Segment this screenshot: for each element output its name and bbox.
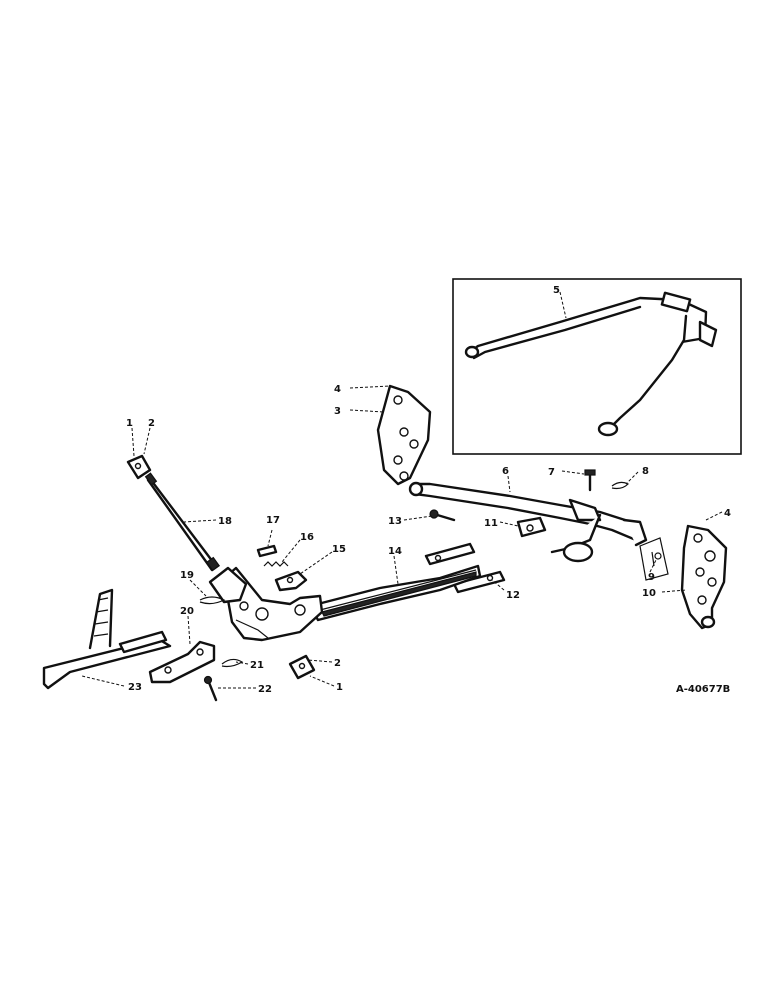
callout-14: 14 (388, 546, 402, 557)
part-1-knob-top (126, 454, 152, 480)
leader-4a (349, 385, 391, 389)
callout-23: 23 (128, 682, 142, 693)
part-16-spring (263, 561, 289, 567)
part-13-bolt (429, 509, 456, 522)
leader-16 (281, 539, 301, 563)
part-14-rack-bar (308, 564, 482, 622)
part-11-clip (516, 516, 547, 538)
leader-8 (625, 471, 639, 485)
leader-13 (403, 515, 433, 521)
callout-22: 22 (258, 684, 272, 695)
callout-7: 7 (548, 467, 555, 478)
part-12-link-plates (424, 542, 506, 594)
part-17-pin (256, 544, 278, 558)
leader-10 (661, 589, 687, 593)
leader-21 (235, 661, 249, 665)
part-6-cross-shaft (408, 481, 648, 563)
callout-8: 8 (642, 466, 649, 477)
callout-2a: 2 (148, 418, 155, 429)
reference-code: A-40677B (676, 684, 730, 695)
leader-11 (499, 521, 519, 527)
callout-5: 5 (553, 285, 560, 296)
leader-3 (349, 409, 385, 413)
part-15-pawl (274, 570, 308, 592)
callout-6a: 6 (502, 466, 509, 477)
callout-3: 3 (334, 406, 341, 417)
leader-2b (307, 659, 333, 663)
callout-15: 15 (332, 544, 346, 555)
part-9-fastener-group (639, 537, 669, 581)
part-20-bracket (148, 640, 216, 684)
callout-4a: 4 (334, 384, 341, 395)
part-8-cotter-pin (611, 481, 630, 490)
callout-16: 16 (300, 532, 314, 543)
leader-19 (189, 579, 207, 597)
part-5-bracket-bar (464, 291, 718, 437)
part-18-rod (144, 472, 221, 572)
leader-20 (187, 615, 191, 645)
callout-18: 18 (218, 516, 232, 527)
leader-9 (649, 559, 657, 573)
leader-5 (559, 291, 567, 319)
leader-12 (491, 579, 505, 591)
part-22-bolt (203, 675, 218, 702)
leader-18 (183, 519, 217, 523)
callout-1b: 1 (336, 682, 343, 693)
part-23-frame-rail (42, 588, 172, 690)
callout-17: 17 (266, 515, 280, 526)
part-3-side-plate (376, 384, 432, 486)
leader-1a (131, 427, 135, 457)
callout-21: 21 (250, 660, 264, 671)
callout-11: 11 (484, 518, 498, 529)
leader-23 (81, 675, 125, 687)
callout-13: 13 (388, 516, 402, 527)
leader-15 (299, 551, 333, 575)
leader-4b (705, 511, 723, 521)
part-1-knob-bottom (288, 654, 316, 680)
leader-6a (507, 475, 511, 493)
callout-9: 9 (648, 572, 655, 583)
part-7-bolt (584, 469, 596, 492)
callout-2b: 2 (334, 658, 341, 669)
callout-1a: 1 (126, 418, 133, 429)
part-21-pin (221, 658, 244, 668)
inset-box (452, 278, 742, 455)
callout-10: 10 (642, 588, 656, 599)
leader-1b (309, 675, 335, 687)
part-19-cotter-pin (199, 596, 226, 605)
leader-2a (143, 427, 151, 455)
leader-17 (267, 529, 273, 547)
callout-19: 19 (180, 570, 194, 581)
callout-4b: 4 (724, 508, 731, 519)
part-10-side-plate (680, 524, 728, 630)
leader-7 (561, 470, 585, 475)
quadrant-assembly (208, 566, 324, 642)
callout-20: 20 (180, 606, 194, 617)
leader-14 (393, 555, 399, 585)
callout-12: 12 (506, 590, 520, 601)
